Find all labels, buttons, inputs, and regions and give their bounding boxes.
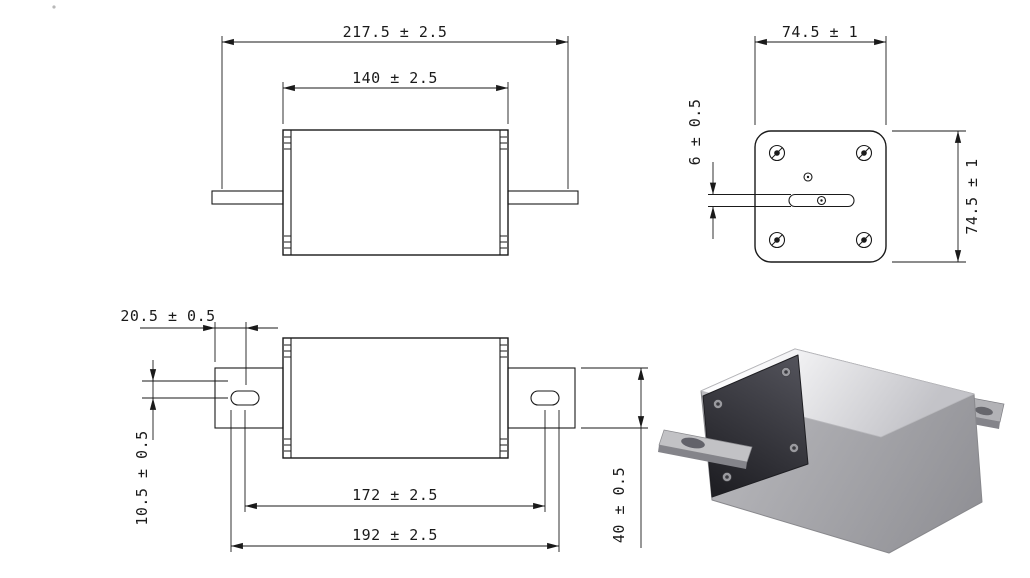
dim-text-body-length: 140 ± 2.5 [352,69,438,87]
left-terminal [211,190,284,205]
dim-slot-height: 6 ± 0.5 [686,99,791,239]
right-mounting-slot [530,390,560,406]
dim-text-end-height: 74.5 ± 1 [963,158,981,234]
right-mounting-tab [507,367,576,429]
top-view: 20.5 ± 0.5 10.5 ± 0.5 172 ± 2.5 192 ± 2.… [120,307,648,552]
dim-text-slot-height: 6 ± 0.5 [686,99,704,166]
dim-body-length: 140 ± 2.5 [282,69,509,124]
slot-center-rivet [816,195,827,206]
screw-top-right [855,144,873,162]
stray-mark [52,5,56,9]
side-view: 217.5 ± 2.5 140 ± 2.5 [211,23,579,256]
center-slot [788,193,855,208]
dim-overall-length: 217.5 ± 2.5 [221,23,569,189]
dim-text-tab-width: 40 ± 0.5 [610,467,628,543]
dim-text-end-width: 74.5 ± 1 [782,23,858,41]
screw-top-left [768,144,786,162]
indicator-hole-dot [806,175,810,179]
screw-bottom-left [768,231,786,249]
dim-text-overall-length: 217.5 ± 2.5 [343,23,448,41]
dim-end-height: 74.5 ± 1 [892,130,981,263]
dim-mounting-span: 192 ± 2.5 [230,410,560,552]
end-view: 74.5 ± 1 74.5 ± 1 6 ± 0.5 [686,23,981,263]
cap-serrations [284,136,507,249]
dim-text-edge-to-hole: 20.5 ± 0.5 [120,307,215,325]
dim-text-hole-spacing: 172 ± 2.5 [352,486,438,504]
slot-center-dot [820,199,823,202]
right-terminal [507,190,579,205]
isometric-view [658,348,1005,554]
dim-hole-offset: 10.5 ± 0.5 [133,360,228,526]
dim-tab-width: 40 ± 0.5 [581,367,648,548]
corner-screws [768,144,873,249]
dim-hole-spacing: 172 ± 2.5 [244,410,546,512]
dim-edge-to-hole: 20.5 ± 0.5 [120,307,278,385]
screw-bottom-right [855,231,873,249]
dim-end-width: 74.5 ± 1 [754,23,887,125]
dim-text-mounting-span: 192 ± 2.5 [352,526,438,544]
front-terminal-tab [658,429,753,469]
indicator-hole [803,172,813,182]
left-mounting-slot [230,390,260,406]
end-plate-outline [754,130,887,263]
cap-serrations-top [284,344,507,452]
dim-text-hole-offset: 10.5 ± 0.5 [133,430,151,525]
end-plate-screws [713,367,799,482]
